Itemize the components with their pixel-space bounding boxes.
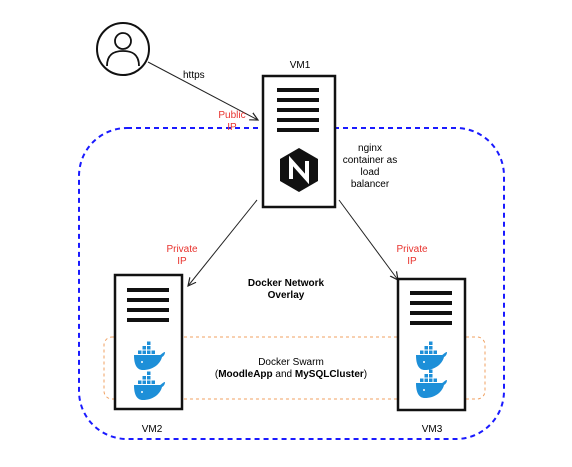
public-ip-label: Public IP <box>218 110 246 133</box>
vm1-to-vm2-arrow <box>188 199 258 286</box>
docker-network-label: Docker Network Overlay <box>247 278 325 301</box>
vm1-title: VM1 <box>289 60 311 71</box>
nginx-caption: nginx container as load balancer <box>342 143 398 190</box>
vm2-title: VM2 <box>141 424 163 435</box>
mysql-cluster-name: MySQLCluster <box>294 369 364 380</box>
user-icon <box>96 22 150 76</box>
docker-swarm-boundary <box>103 336 486 400</box>
vm3-title: VM3 <box>421 424 443 435</box>
https-connection-arrow <box>147 61 258 120</box>
vm1-to-vm3-arrow <box>338 199 398 280</box>
moodle-app-name: MoodleApp <box>218 369 273 380</box>
vm2-private-ip-label: Private IP <box>166 244 198 267</box>
vm3-private-ip-label: Private IP <box>396 244 428 267</box>
nginx-logo-icon <box>280 148 318 192</box>
docker-swarm-title: Docker Swarm <box>258 357 324 368</box>
docker-swarm-label: Docker Swarm (MoodleApp and MySQLCluster… <box>196 357 386 381</box>
https-label: https <box>183 70 205 81</box>
